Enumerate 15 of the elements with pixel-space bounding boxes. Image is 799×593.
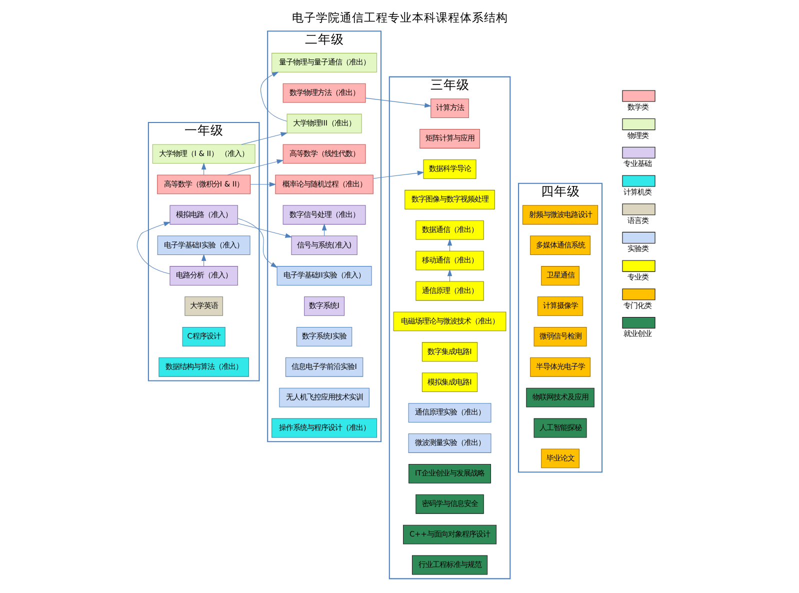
arrow [240,132,288,145]
arrow [236,218,278,268]
arrow [372,170,424,179]
arrow [136,222,170,274]
arrow [446,269,452,282]
arrow [237,223,292,238]
arrow [200,254,206,267]
arrow [200,162,206,176]
arrow [250,182,276,187]
arrow [364,98,431,108]
arrow [321,224,326,236]
arrow [446,238,452,252]
arrow [260,72,287,122]
diagram-title: 电子学院通信工程专业本科课程体系结构 [291,10,508,24]
arrow [226,159,284,176]
